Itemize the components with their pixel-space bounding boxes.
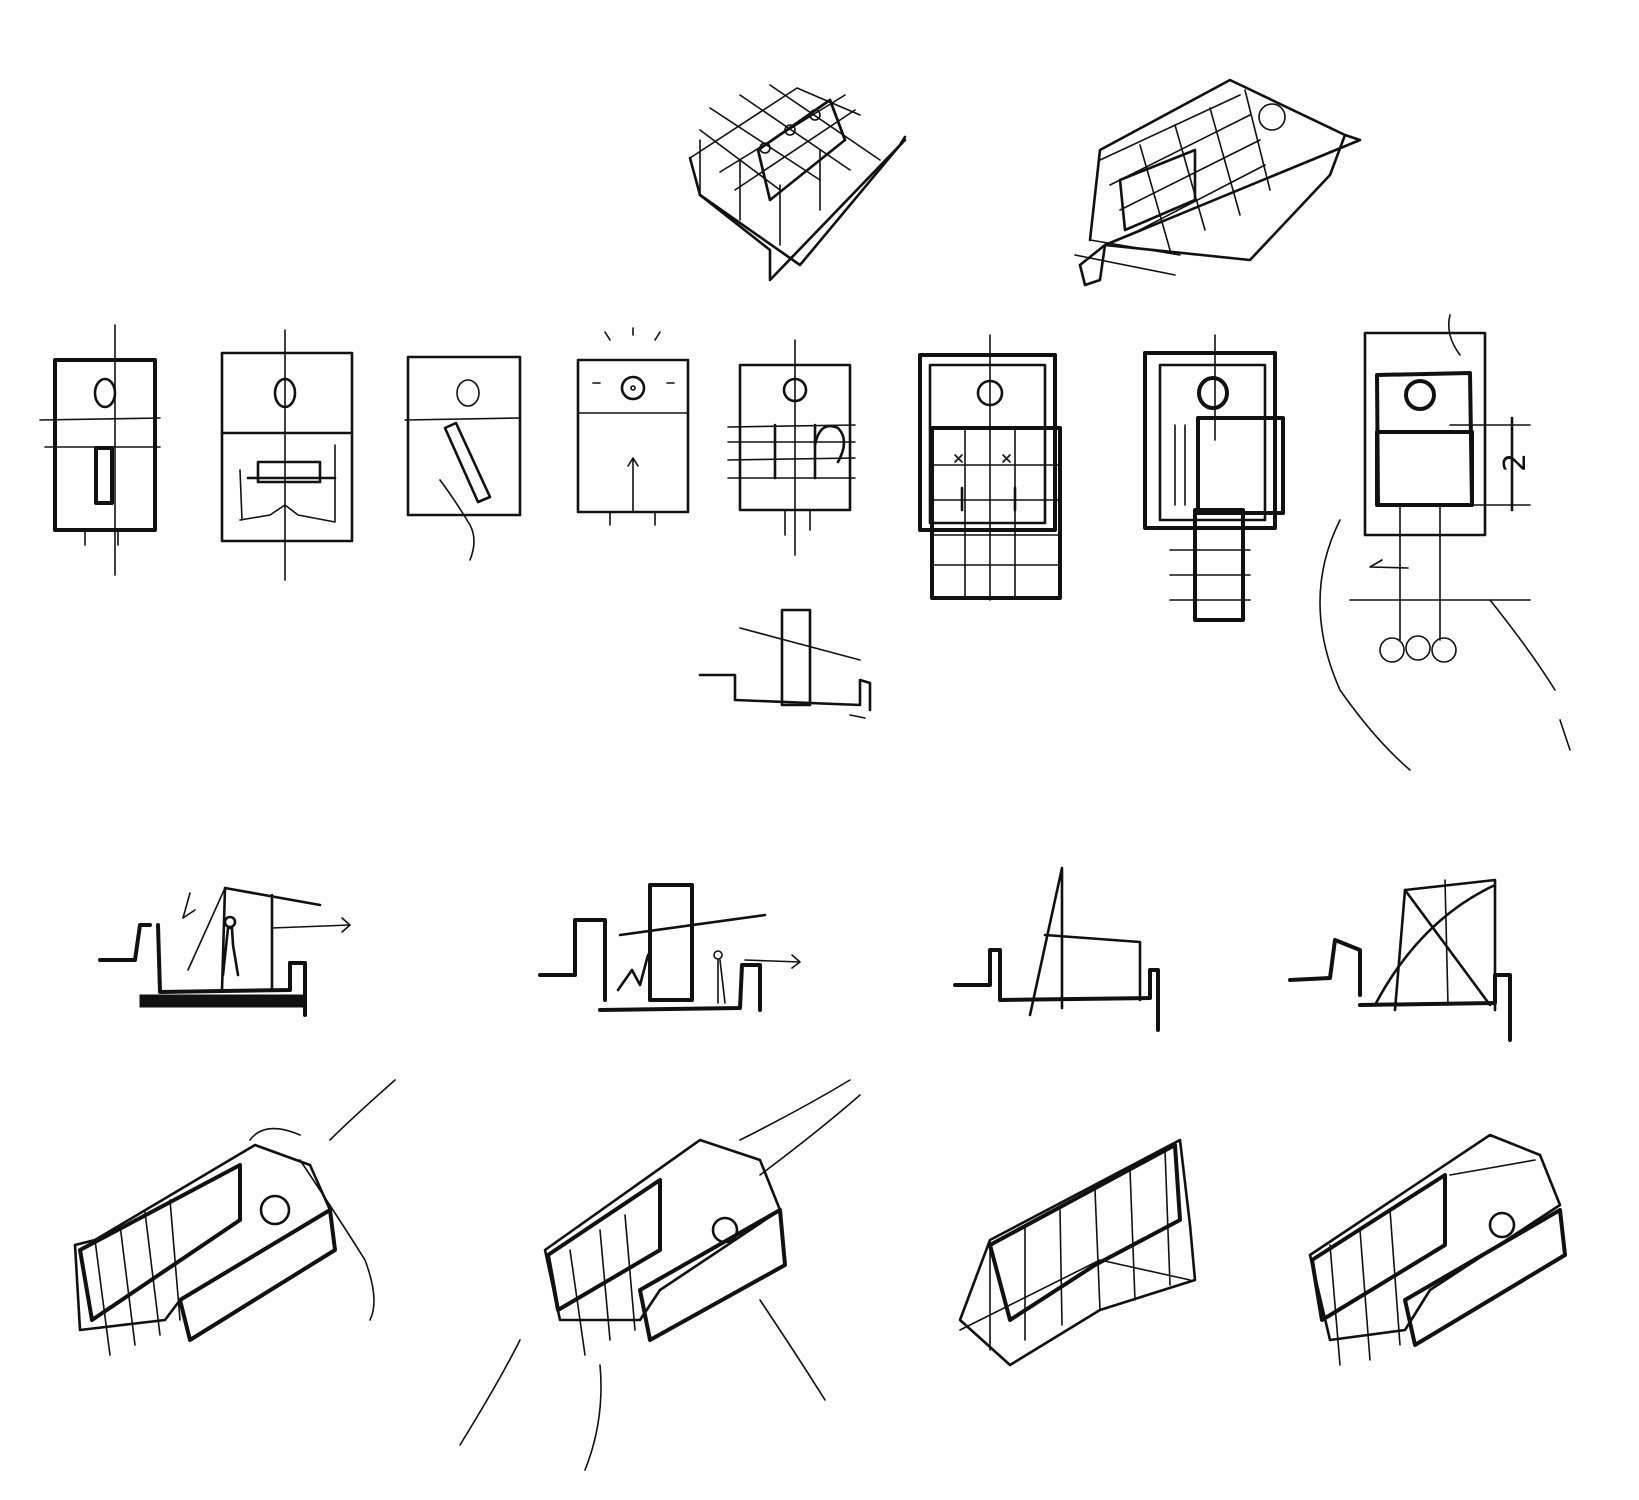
plan-diagram-4: [576, 327, 690, 526]
section-sketch-2: [538, 883, 801, 1012]
axonometric-sketch-bottom-2: [459, 1079, 861, 1471]
plan-diagram-5: [727, 339, 856, 556]
axonometric-sketch-bottom-4: [1308, 1133, 1567, 1366]
plan-diagram-2: [220, 329, 354, 581]
plan-diagram-6: [918, 334, 1062, 601]
plan-diagram-7: [1143, 334, 1285, 622]
section-sketch-4: [1288, 878, 1512, 1042]
section-sketch-3: [953, 866, 1160, 1032]
plan-detail-sketch: [698, 608, 872, 719]
plan-diagram-1: [39, 324, 161, 576]
axonometric-sketch-bottom-1: [73, 1079, 396, 1356]
plan-diagram-8: 2: [1319, 314, 1571, 771]
axonometric-sketch-top-right: [1074, 78, 1362, 287]
plan-diagram-3: [404, 355, 522, 561]
section-sketch-1: [98, 886, 351, 1017]
axonometric-sketch-bottom-3: [958, 1138, 1197, 1367]
axonometric-sketch-top-left: [688, 84, 907, 282]
dimension-annotation: 2: [1498, 453, 1533, 472]
